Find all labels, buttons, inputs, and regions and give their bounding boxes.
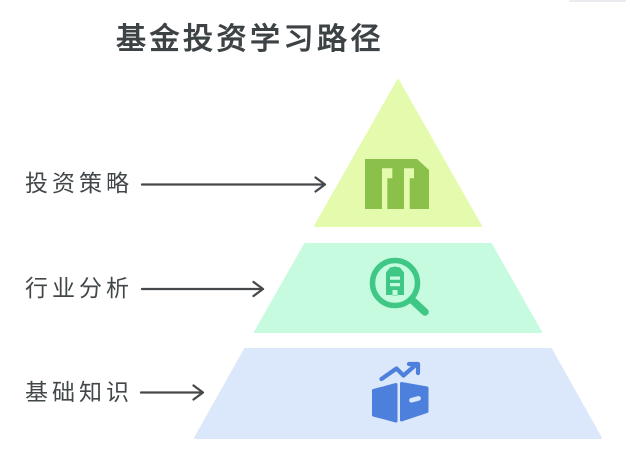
book-trend-arrow-icon: [372, 361, 429, 423]
label-arrow-industry: [140, 280, 265, 298]
level-label-basics: 基础知识: [25, 380, 133, 405]
diagram-title: 基金投资学习路径: [116, 23, 384, 56]
label-arrow-strategy: [140, 176, 327, 193]
level-label-industry: 行业分析: [25, 276, 133, 301]
level-label-strategy: 投资策略: [25, 171, 133, 196]
company-pillars-icon: [365, 159, 429, 209]
cropped-element-edge: [569, 0, 626, 2]
pyramid-tier-strategy: [314, 79, 482, 227]
label-arrow-basics: [139, 384, 205, 401]
pyramid-tier-basics: [194, 348, 602, 439]
magnifier-building-icon: [369, 257, 429, 316]
